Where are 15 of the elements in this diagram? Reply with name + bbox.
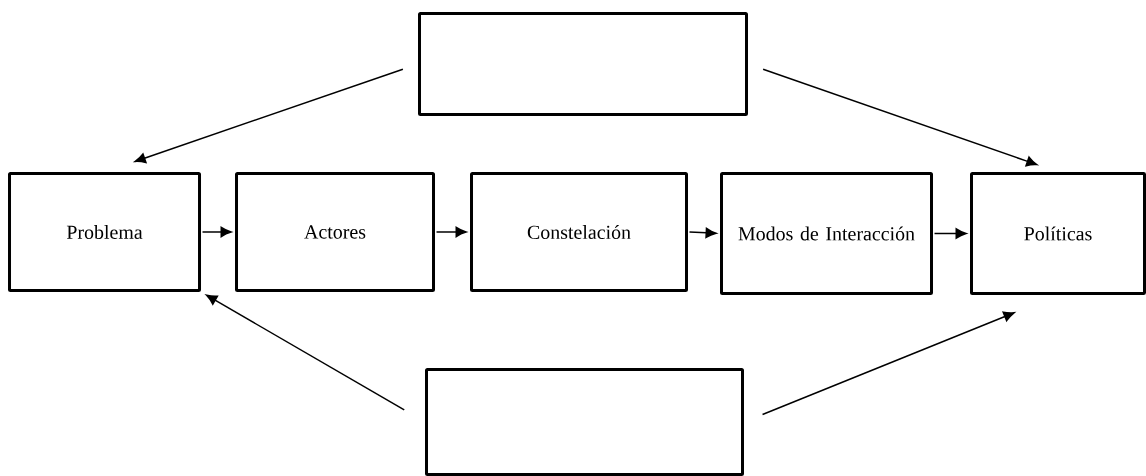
process-box: Modos de Interacción <box>720 172 933 295</box>
empty-box <box>425 368 744 476</box>
arrow <box>761 311 1015 416</box>
process-box: Constelación <box>470 172 688 292</box>
process-box: Actores <box>235 172 435 292</box>
arrow <box>205 294 405 411</box>
empty-box <box>418 12 748 116</box>
arrow <box>435 226 467 238</box>
arrow <box>201 226 232 238</box>
arrow <box>134 68 404 164</box>
process-box: Problema <box>8 172 201 292</box>
process-box: Políticas <box>970 172 1146 295</box>
arrow <box>762 68 1038 167</box>
arrow <box>933 228 967 239</box>
arrow <box>688 227 717 239</box>
